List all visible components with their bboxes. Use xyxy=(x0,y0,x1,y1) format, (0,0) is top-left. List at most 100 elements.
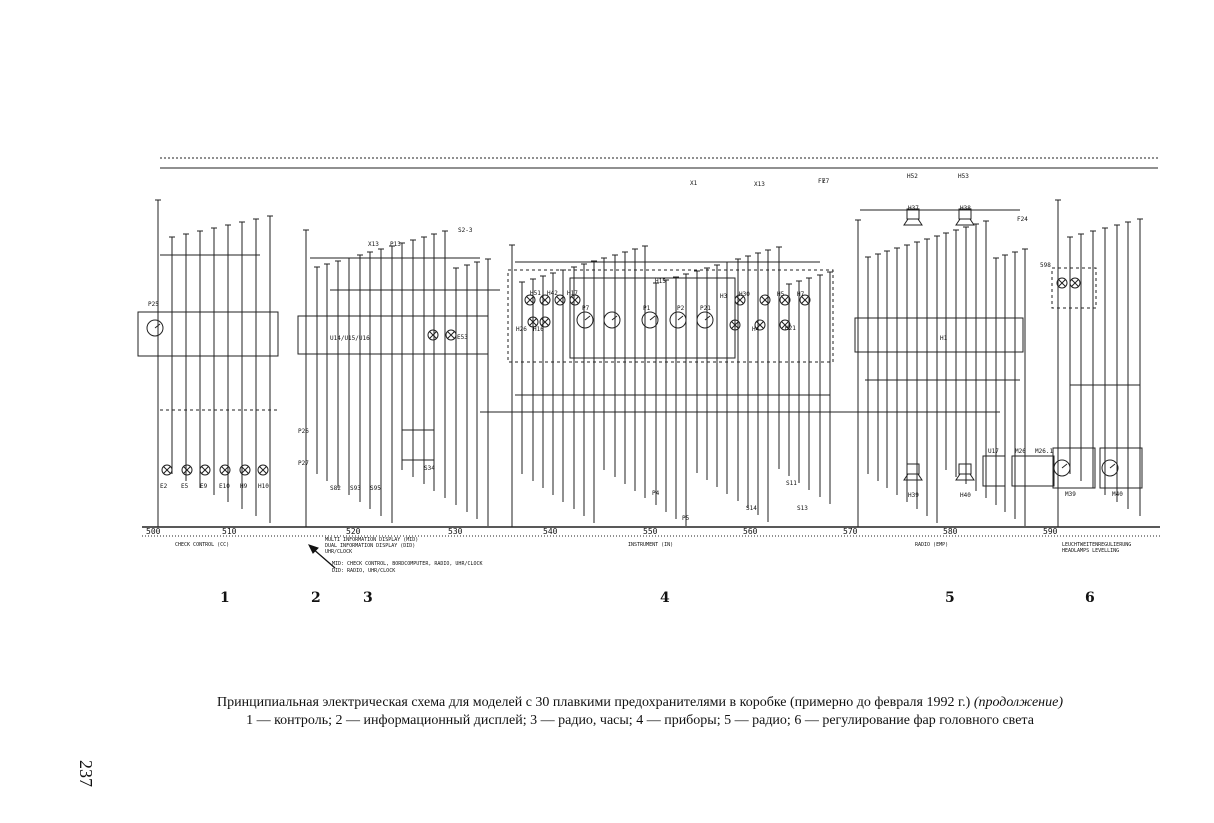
bus-label: 560 xyxy=(743,527,758,536)
lamp-icon xyxy=(539,294,551,306)
component-label: H3 xyxy=(720,293,728,300)
component-label: X13 xyxy=(754,181,765,188)
component-label: U17 xyxy=(988,448,999,455)
component-label: H5 xyxy=(777,291,785,298)
section-3-label: 3 xyxy=(363,590,373,606)
section-6-label: 6 xyxy=(1085,590,1095,606)
component-label: M39 xyxy=(1065,491,1076,498)
component-label: H37 xyxy=(908,205,919,212)
component-label: P27 xyxy=(298,460,309,467)
component-label: S13 xyxy=(797,505,808,512)
caption-main: Принципиальная электрическая схема для м… xyxy=(216,695,971,710)
component-label: X13 xyxy=(368,241,379,248)
gauge-icon xyxy=(576,311,594,329)
gauge-icon xyxy=(1053,459,1071,477)
lamp-icon xyxy=(239,464,251,476)
component-label: 598 xyxy=(1040,262,1051,269)
component-label: P2 xyxy=(677,305,685,312)
component-label: P26 xyxy=(298,428,309,435)
section-bottom-label: HEADLAMPS LEVELLING xyxy=(1062,548,1119,554)
component-label: E9 xyxy=(200,483,208,490)
component-label: H39 xyxy=(908,492,919,499)
component-label: H15 xyxy=(655,278,666,285)
component-label: H42 xyxy=(547,290,558,297)
component-label: S2-3 xyxy=(458,227,473,234)
component-label: H9 xyxy=(240,483,248,490)
component-label: H21 xyxy=(785,325,796,332)
component-label: M26 xyxy=(1015,448,1026,455)
lamp-icon xyxy=(799,294,811,306)
section-bottom-label: RADIO (EMP) xyxy=(915,542,948,548)
component-label: P21 xyxy=(700,305,711,312)
speaker-icon xyxy=(955,208,975,226)
section-1-label: 1 xyxy=(220,590,230,606)
bus-label: 510 xyxy=(222,527,237,536)
component-label: F24 xyxy=(1017,216,1028,223)
bus-label: 570 xyxy=(843,527,858,536)
lamp-icon xyxy=(569,294,581,306)
lamp-icon xyxy=(161,464,173,476)
caption-italic: (продолжение) xyxy=(973,695,1064,710)
component-label: H17 xyxy=(567,290,578,297)
bus-label: 580 xyxy=(943,527,958,536)
lamp-icon xyxy=(219,464,231,476)
lamp-icon xyxy=(759,294,771,306)
lamp-icon xyxy=(199,464,211,476)
component-label: H40 xyxy=(960,492,971,499)
gauge-icon xyxy=(641,311,659,329)
component-label: X1 xyxy=(690,180,698,187)
lamp-icon xyxy=(524,294,536,306)
component-label: U14/U15/U16 xyxy=(330,335,370,342)
bus-label: 530 xyxy=(448,527,463,536)
component-label: S14 xyxy=(746,505,757,512)
component-label: H53 xyxy=(958,173,969,180)
lamp-icon xyxy=(1069,277,1081,289)
caption-line-1: Принципиальная электрическая схема для м… xyxy=(150,694,1130,712)
component-label: E10 xyxy=(219,483,230,490)
bus-label: 590 xyxy=(1043,527,1058,536)
lamp-icon xyxy=(1056,277,1068,289)
component-label: E5 xyxy=(181,483,189,490)
component-label: H38 xyxy=(960,205,971,212)
component-label: H52 xyxy=(907,173,918,180)
component-label: H30 xyxy=(739,291,750,298)
gauge-icon xyxy=(146,319,164,337)
lamp-icon xyxy=(779,319,791,331)
component-label: S34 xyxy=(424,465,435,472)
section-bottom-label: MULTI INFORMATION DISPLAY (MID) xyxy=(325,537,418,543)
speaker-icon xyxy=(955,463,975,481)
lamp-icon xyxy=(779,294,791,306)
lamp-icon xyxy=(527,316,539,328)
gauge-icon xyxy=(669,311,687,329)
lamp-icon xyxy=(257,464,269,476)
lamp-icon xyxy=(539,316,551,328)
speaker-icon xyxy=(903,208,923,226)
gauge-icon xyxy=(696,311,714,329)
bus-label: 520 xyxy=(346,527,361,536)
component-label: H4 xyxy=(752,326,760,333)
bus-label: 540 xyxy=(543,527,558,536)
component-label: H1 xyxy=(940,335,948,342)
section-bottom-label: LEUCHTWEITENREGULIERUNG xyxy=(1062,542,1131,548)
component-label: H7 xyxy=(797,291,805,298)
gauge-icon xyxy=(1101,459,1119,477)
gauge-icon xyxy=(603,311,621,329)
component-label: S82 xyxy=(330,485,341,492)
section-5-label: 5 xyxy=(945,590,955,606)
component-label: S93 xyxy=(350,485,361,492)
bus-label: 550 xyxy=(643,527,658,536)
figure-caption: Принципиальная электрическая схема для м… xyxy=(150,694,1130,730)
component-label: S95 xyxy=(370,485,381,492)
lamp-icon xyxy=(554,294,566,306)
lamp-icon xyxy=(754,319,766,331)
component-label: P25 xyxy=(148,301,159,308)
component-label: S11 xyxy=(786,480,797,487)
caption-line-2: 1 — контроль; 2 — информационный дисплей… xyxy=(246,713,1034,728)
note-line-2: DID: RADIO, UHR/CLOCK xyxy=(332,568,395,574)
page-number: 237 xyxy=(76,760,96,787)
bus-label: 500 xyxy=(146,527,161,536)
component-label: P7 xyxy=(582,305,590,312)
section-4-label: 4 xyxy=(660,590,670,606)
lamp-icon xyxy=(729,319,741,331)
